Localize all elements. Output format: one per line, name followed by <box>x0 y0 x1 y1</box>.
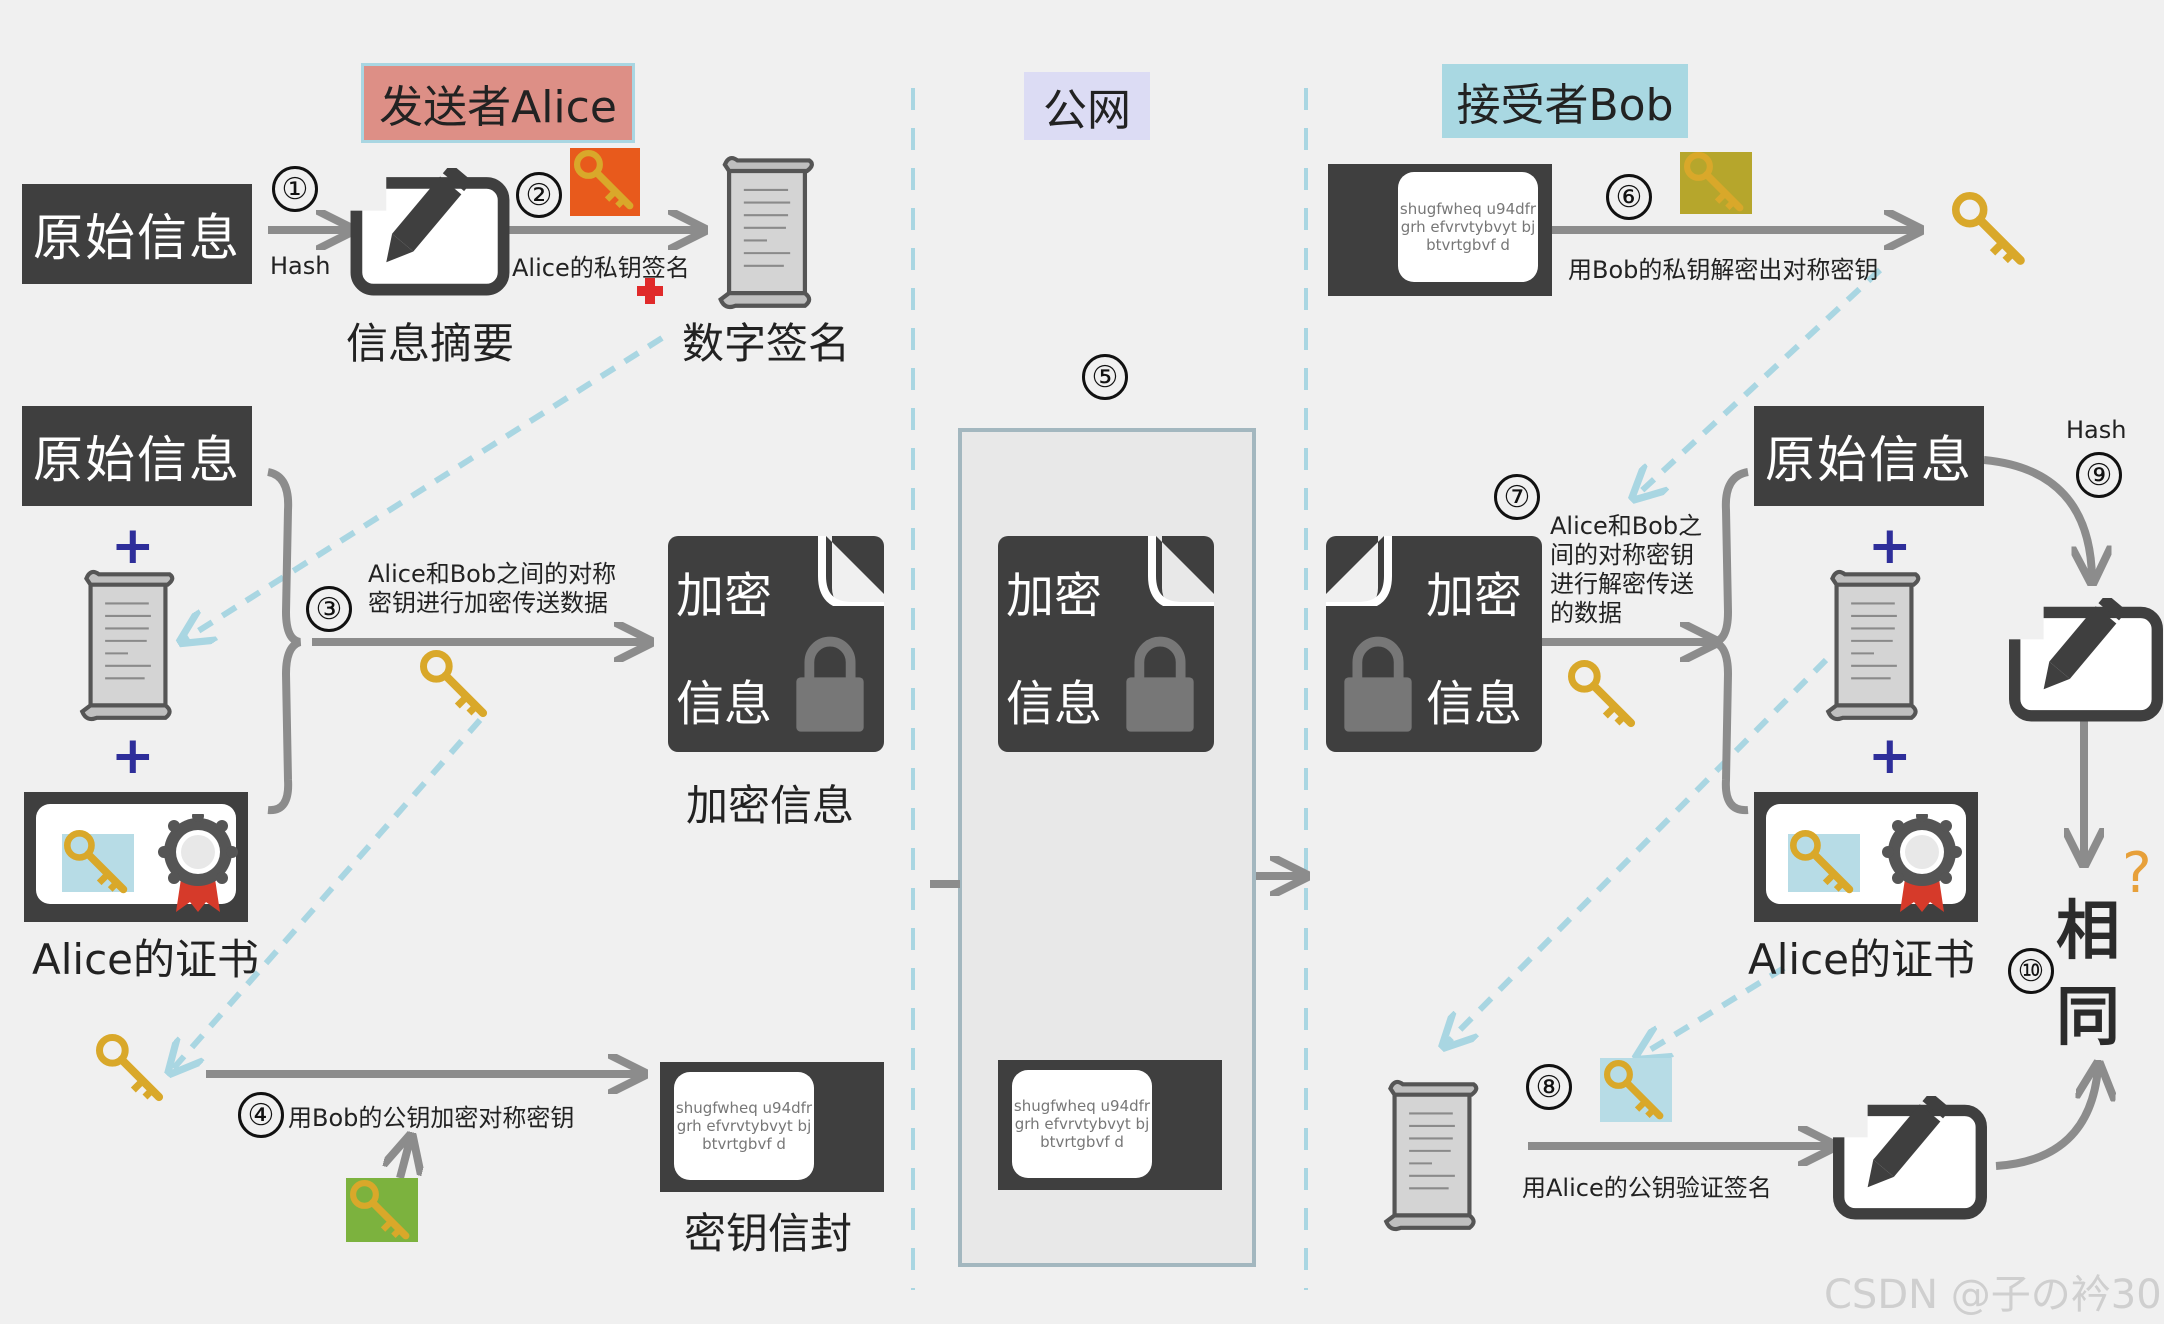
seal-icon <box>158 814 238 912</box>
verify-scroll-icon <box>1386 1082 1476 1229</box>
hash-label-right: Hash <box>2066 416 2127 444</box>
receiver-symmetric-key-icon <box>1572 664 1632 724</box>
dashed-key-to-key <box>172 718 483 1070</box>
step-7: ⑦ <box>1494 474 1540 520</box>
step-3: ③ <box>306 586 352 632</box>
decrypted-symmetric-key-icon <box>1956 196 2021 261</box>
encdoc-bottom-label: 信息 <box>1426 676 1523 732</box>
arrow-step9 <box>1983 456 2092 578</box>
step-1: ① <box>272 166 318 212</box>
envelope-ciphertext: shugfwheq u94dfrgrh efvrvtybvyt bjbtvrtg… <box>1012 1070 1152 1178</box>
key-envelope-sender: shugfwheq u94dfrgrh efvrvtybvyt bjbtvrtg… <box>660 1062 884 1192</box>
dashed-cert-to-key <box>1640 965 1786 1056</box>
alice-certificate-right <box>1754 792 1978 922</box>
alice-certificate-left <box>24 792 248 922</box>
lock-icon <box>1340 636 1416 734</box>
red-cross-icon <box>637 278 663 304</box>
brace-right <box>1712 468 1749 815</box>
network-header: 公网 <box>1024 72 1150 140</box>
cert-key-icon <box>64 830 130 896</box>
step-2: ② <box>516 172 562 218</box>
plus-icon: + <box>1868 726 1912 786</box>
solid-arrows <box>206 230 2098 1180</box>
caption-symmetric-decrypt: Alice和Bob之间的对称密钥进行解密传送的数据 <box>1550 512 1703 627</box>
plus-icon: + <box>111 516 155 576</box>
sender-header: 发送者Alice <box>364 66 632 140</box>
alice-cert-label-right: Alice的证书 <box>1748 935 1976 984</box>
question-icon: ? <box>2122 841 2152 906</box>
receiver-digest-pencil-icon <box>2002 594 2157 716</box>
lock-icon <box>1122 636 1198 734</box>
dashed-arrows <box>172 267 1883 1070</box>
encrypted-info-network: 加密 信息 <box>998 536 1214 752</box>
original-info-left: 原始信息 <box>22 406 252 506</box>
key-envelope-label: 密钥信封 <box>684 1209 853 1258</box>
step-5: ⑤ <box>1082 354 1128 400</box>
dashed-scroll-to-scroll <box>1446 657 1829 1044</box>
verify-pencil-icon <box>1826 1092 1981 1214</box>
lock-icon <box>792 636 868 734</box>
step-6: ⑥ <box>1606 174 1652 220</box>
receiver-header: 接受者Bob <box>1442 64 1688 138</box>
same-label-1: 相 <box>2056 895 2120 969</box>
alice-signature-scroll-icon <box>82 572 172 719</box>
plus-icon: + <box>111 726 155 786</box>
original-info-right: 原始信息 <box>1754 406 1984 506</box>
same-label-2: 同 <box>2056 981 2120 1055</box>
bob-signature-scroll-icon <box>1828 572 1918 719</box>
brace-left <box>266 468 302 815</box>
digest-pencil-icon <box>344 163 504 289</box>
alice-cert-label-left: Alice的证书 <box>32 935 260 984</box>
caption-bob-public-encrypt: 用Bob的公钥加密对称密钥 <box>288 1104 575 1132</box>
symmetric-key-icon <box>424 654 484 714</box>
caption-alice-private-sign: Alice的私钥签名 <box>512 254 690 282</box>
step-4: ④ <box>238 1092 284 1138</box>
signature-scroll-icon <box>721 158 812 307</box>
step-9: ⑨ <box>2076 452 2122 498</box>
digital-signature-label: 数字签名 <box>682 319 851 368</box>
encdoc-top-label: 加密 <box>1426 568 1523 624</box>
watermark: CSDN @子の衿30 <box>1824 1272 2162 1318</box>
hash-label-left: Hash <box>270 252 331 280</box>
envelope-ciphertext: shugfwheq u94dfrgrh efvrvtybvyt bjbtvrtg… <box>674 1072 814 1180</box>
original-info-top: 原始信息 <box>22 184 252 284</box>
caption-alice-public-verify: 用Alice的公钥验证签名 <box>1522 1174 1772 1202</box>
encdoc-top-label: 加密 <box>676 568 773 624</box>
envelope-ciphertext: shugfwheq u94dfrgrh efvrvtybvyt bjbtvrtg… <box>1398 172 1538 282</box>
plus-icon: + <box>1868 516 1912 576</box>
encdoc-bottom-label: 信息 <box>1006 676 1103 732</box>
cert-key-icon <box>1790 830 1856 896</box>
encrypted-info-label: 加密信息 <box>686 781 855 830</box>
symmetric-key-to-encrypt-icon <box>100 1038 160 1098</box>
caption-bob-private-decrypt: 用Bob的私钥解密出对称密钥 <box>1568 256 1879 284</box>
encdoc-bottom-label: 信息 <box>676 676 773 732</box>
encrypted-info-sender: 加密 信息 <box>668 536 884 752</box>
dashed-signature-to-scroll <box>184 335 664 640</box>
arrow-step4-key <box>400 1140 410 1180</box>
key-envelope-network: shugfwheq u94dfrgrh efvrvtybvyt bjbtvrtg… <box>998 1060 1222 1190</box>
arrow-digest-up <box>1995 1068 2098 1170</box>
key-envelope-receiver: shugfwheq u94dfrgrh efvrvtybvyt bjbtvrtg… <box>1328 164 1552 296</box>
digest-label: 信息摘要 <box>346 319 515 368</box>
encdoc-top-label: 加密 <box>1006 568 1103 624</box>
seal-icon <box>1882 814 1962 912</box>
step-8: ⑧ <box>1526 1064 1572 1110</box>
encrypted-info-receiver: 加密 信息 <box>1326 536 1542 752</box>
step-10: ⑩ <box>2008 948 2054 994</box>
caption-symmetric-encrypt: Alice和Bob之间的对称密钥进行加密传送数据 <box>368 560 617 617</box>
